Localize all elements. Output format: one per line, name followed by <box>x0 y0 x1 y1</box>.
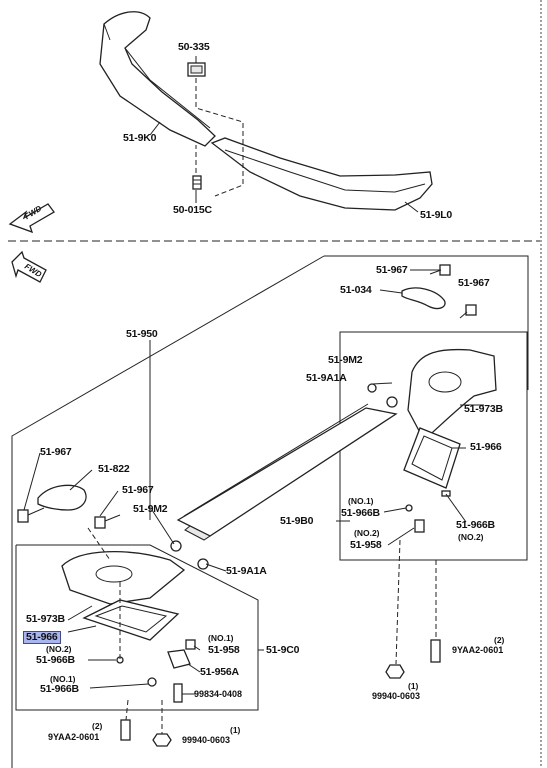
fwd-arrow-icon <box>11 250 47 283</box>
label-no2-washer-right: (NO.2) <box>458 532 484 542</box>
bolt-51-967-right <box>459 304 477 319</box>
label-51-967-mid: 51-967 <box>122 484 154 496</box>
bolt-9yaa2-0601-left <box>120 719 131 741</box>
label-no1-right: (NO.1) <box>348 496 374 506</box>
label-51-966b-right-no2: 51-966B <box>456 519 495 531</box>
label-no2-screw-right: (NO.2) <box>354 528 380 538</box>
label-51-973b-left: 51-973B <box>26 613 65 625</box>
label-qty-nut-left: (1) <box>230 725 241 735</box>
label-51-9c0: 51-9C0 <box>266 644 300 656</box>
washer-51-966b-right <box>405 490 451 512</box>
label-51-9b0: 51-9B0 <box>280 515 314 527</box>
label-51-966-right: 51-966 <box>470 441 502 453</box>
label-50-335: 50-335 <box>178 41 210 53</box>
nut-51-956a <box>167 649 191 669</box>
label-qty-bolt-right: (2) <box>494 635 505 645</box>
gasket-51-966-right <box>403 427 461 489</box>
label-51-9a1a-right: 51-9A1A <box>306 372 347 384</box>
label-51-967-left: 51-967 <box>40 446 72 458</box>
front-lip-spoiler-left <box>99 11 216 147</box>
label-no2-left: (NO.2) <box>46 644 72 654</box>
label-51-822: 51-822 <box>98 463 130 475</box>
fwd-arrow-icon <box>8 203 55 234</box>
nut-99940-0603-left <box>152 733 172 747</box>
bolt-99834-0408 <box>173 683 183 703</box>
label-51-034: 51-034 <box>340 284 372 296</box>
label-51-966b-left: 51-966B <box>36 654 75 666</box>
label-51-973b-right: 51-973B <box>464 403 503 415</box>
bolt-51-967-left <box>17 507 45 523</box>
label-51-9k0: 51-9K0 <box>123 132 157 144</box>
label-99940-0603-left: 99940-0603 <box>182 735 231 745</box>
label-no1-left: (NO.1) <box>50 674 76 684</box>
gasket-51-966-left <box>82 599 180 641</box>
label-99834-0408: 99834-0408 <box>194 689 243 699</box>
label-51-958-right: 51-958 <box>350 539 382 551</box>
label-51-966b-left-no1: 51-966B <box>40 683 79 695</box>
end-cover-51-973b-right <box>407 348 497 442</box>
label-51-966-left-highlighted: 51-966 <box>23 631 61 644</box>
screw-51-958-right <box>414 519 425 533</box>
label-51-950: 51-950 <box>126 328 158 340</box>
bolt-9yaa2-0601-right <box>430 639 441 663</box>
front-lip-spoiler-right <box>210 137 433 211</box>
bracket-51-822 <box>37 484 87 511</box>
label-qty-bolt-left: (2) <box>92 721 103 731</box>
label-no1-screw-left: (NO.1) <box>208 633 234 643</box>
rear-spoiler-body <box>176 403 398 541</box>
bolt-51-967-mid <box>94 514 121 529</box>
label-51-958-left: 51-958 <box>208 644 240 656</box>
end-cover-51-973b-left <box>61 550 186 605</box>
label-9yaa2-0601-left: 9YAA2-0601 <box>48 732 100 742</box>
screw-51-958-left <box>185 639 196 650</box>
label-99940-0603-right: 99940-0603 <box>372 691 421 701</box>
washer-51-966b-left <box>116 656 157 687</box>
label-51-9m2-right: 51-9M2 <box>328 354 363 366</box>
label-51-966b-right-no1: 51-966B <box>341 507 380 519</box>
label-51-967-right: 51-967 <box>458 277 490 289</box>
label-50-015c: 50-015C <box>173 204 212 216</box>
label-51-9m2-left: 51-9M2 <box>133 503 168 515</box>
screw-50-015c <box>192 175 202 190</box>
label-51-967-top: 51-967 <box>376 264 408 276</box>
label-qty-nut-right: (1) <box>408 681 419 691</box>
label-51-9a1a-left: 51-9A1A <box>226 565 267 577</box>
label-51-956a: 51-956A <box>200 666 239 678</box>
nut-99940-0603-right <box>385 664 405 679</box>
clip-50-335 <box>187 62 206 77</box>
pad-51-9m2-right <box>367 383 398 408</box>
bracket-51-034 <box>401 287 446 310</box>
label-51-9l0: 51-9L0 <box>420 209 453 221</box>
label-9yaa2-0601-right: 9YAA2-0601 <box>452 645 504 655</box>
